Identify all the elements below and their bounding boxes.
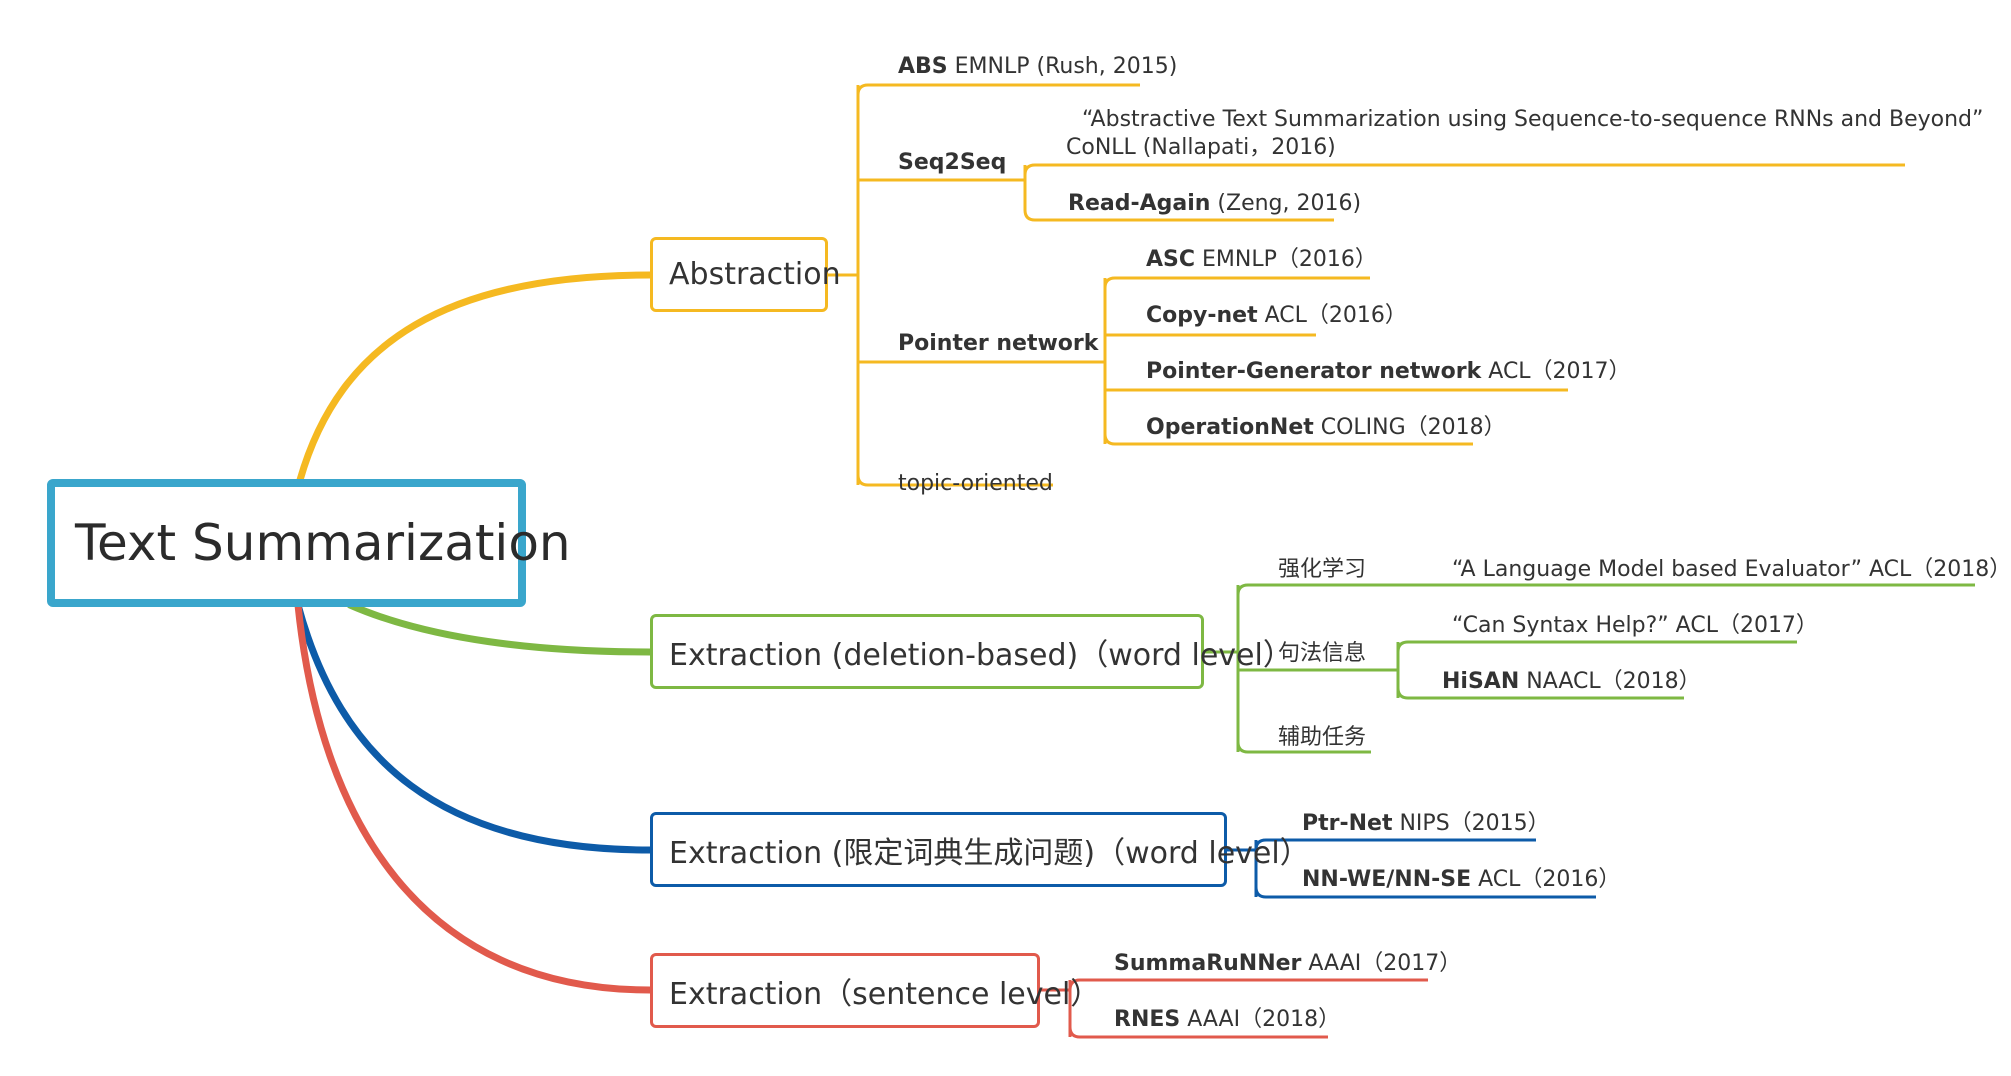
node-pointer-generator[interactable]: Pointer-Generator network ACL（2017）: [1146, 361, 1631, 383]
node-summarunner-name: SummaRuNNer: [1114, 951, 1302, 976]
node-rnes-name: RNES: [1114, 1007, 1181, 1032]
branch-deletion[interactable]: Extraction (deletion-based)（word level）: [650, 614, 1293, 689]
node-ptr-net-name: Ptr-Net: [1302, 811, 1393, 836]
node-copy-net[interactable]: Copy-net ACL（2016）: [1146, 305, 1407, 327]
node-pointer-network[interactable]: Pointer network: [898, 333, 1098, 355]
root-title: Text Summarization: [75, 514, 571, 572]
node-summarunner[interactable]: SummaRuNNer AAAI（2017）: [1114, 953, 1461, 975]
curve-dictionary: [294, 601, 654, 854]
node-pointer-network-title: Pointer network: [898, 331, 1099, 356]
node-abs[interactable]: ABS EMNLP (Rush, 2015): [898, 56, 1177, 78]
node-asc-venue: EMNLP（2016）: [1195, 247, 1377, 272]
branch-abstraction-title: Abstraction: [669, 257, 841, 292]
root-node[interactable]: Text Summarization: [47, 479, 571, 607]
branch-dictionary[interactable]: Extraction (限定词典生成问题)（word level）: [650, 812, 1310, 887]
node-ptr-net-venue: NIPS（2015）: [1392, 811, 1550, 836]
node-pointer-generator-venue: ACL（2017）: [1481, 359, 1631, 384]
node-operationnet[interactable]: OperationNet COLING（2018）: [1146, 417, 1506, 439]
node-aux-task[interactable]: 辅助任务: [1278, 725, 1367, 750]
node-read-again[interactable]: Read-Again (Zeng, 2016): [1068, 193, 1361, 215]
node-nn-we-se[interactable]: NN-WE/NN-SE ACL（2016）: [1302, 869, 1620, 891]
node-copy-net-name: Copy-net: [1146, 303, 1258, 328]
node-rl[interactable]: 强化学习: [1278, 557, 1367, 582]
node-hisan-venue: NAACL（2018）: [1519, 669, 1701, 694]
node-read-again-venue: (Zeng, 2016): [1210, 191, 1362, 216]
node-nn-we-se-venue: ACL（2016）: [1471, 867, 1621, 892]
node-abs-name: ABS: [898, 54, 948, 79]
node-ptr-net[interactable]: Ptr-Net NIPS（2015）: [1302, 813, 1550, 835]
node-syntax[interactable]: 句法信息: [1278, 641, 1367, 666]
curve-abstraction: [296, 271, 654, 484]
node-read-again-name: Read-Again: [1068, 191, 1211, 216]
branch-sentence[interactable]: Extraction（sentence level）: [650, 953, 1100, 1028]
node-rnes[interactable]: RNES AAAI（2018）: [1114, 1009, 1340, 1031]
node-abs-venue: EMNLP (Rush, 2015): [947, 54, 1178, 79]
branch-sentence-title: Extraction（sentence level）: [669, 976, 1101, 1012]
curve-sentence: [294, 601, 654, 994]
curve-deletion: [346, 601, 654, 656]
branch-dictionary-title: Extraction (限定词典生成问题)（word level）: [669, 835, 1310, 871]
node-operationnet-venue: COLING（2018）: [1313, 415, 1506, 440]
node-summarunner-venue: AAAI（2017）: [1301, 951, 1462, 976]
node-lm-evaluator[interactable]: “A Language Model based Evaluator” ACL（2…: [1452, 557, 2011, 582]
node-seq2seq-paper1-line1[interactable]: “Abstractive Text Summarization using Se…: [1082, 107, 1984, 132]
node-hisan-name: HiSAN: [1442, 669, 1520, 694]
branch-abstraction[interactable]: Abstraction: [650, 237, 841, 312]
node-topic-oriented[interactable]: topic-oriented: [898, 471, 1053, 496]
node-asc[interactable]: ASC EMNLP（2016）: [1146, 249, 1377, 271]
node-asc-name: ASC: [1146, 247, 1196, 272]
node-hisan[interactable]: HiSAN NAACL（2018）: [1442, 671, 1701, 693]
node-copy-net-venue: ACL（2016）: [1257, 303, 1407, 328]
branch-deletion-title: Extraction (deletion-based)（word level）: [669, 637, 1293, 673]
node-seq2seq-paper1-line2[interactable]: CoNLL (Nallapati，2016): [1066, 135, 1336, 160]
node-operationnet-name: OperationNet: [1146, 415, 1314, 440]
node-rnes-venue: AAAI（2018）: [1180, 1007, 1341, 1032]
node-seq2seq[interactable]: Seq2Seq: [898, 152, 1006, 174]
node-pointer-generator-name: Pointer-Generator network: [1146, 359, 1482, 384]
node-seq2seq-title: Seq2Seq: [898, 150, 1007, 175]
node-nn-we-se-name: NN-WE/NN-SE: [1302, 867, 1472, 892]
node-can-syntax-help[interactable]: “Can Syntax Help?” ACL（2017）: [1452, 613, 1818, 638]
